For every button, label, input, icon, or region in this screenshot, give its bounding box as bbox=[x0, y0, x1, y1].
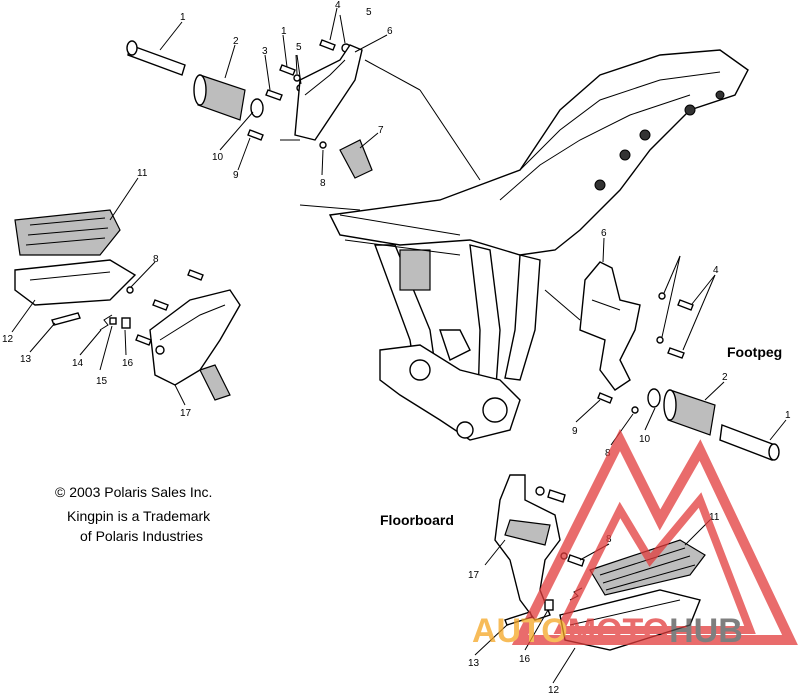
callout-top-3: 3 bbox=[262, 46, 268, 57]
callout-left-13: 13 bbox=[20, 354, 32, 365]
callout-left-8: 8 bbox=[153, 254, 159, 265]
watermark-triangle-icon bbox=[511, 428, 798, 645]
trademark-line-2: of Polaris Industries bbox=[80, 528, 203, 544]
svg-text:AUTOMOTOHUB: AUTOMOTOHUB bbox=[472, 612, 743, 650]
callout-bot-13: 13 bbox=[468, 658, 480, 669]
callout-right-9: 9 bbox=[572, 426, 578, 437]
watermark-part-3: HUB bbox=[669, 612, 743, 650]
callout-left-16: 16 bbox=[122, 358, 134, 369]
callout-bot-11: 11 bbox=[709, 512, 720, 523]
callout-top-4: 4 bbox=[335, 0, 341, 11]
watermark-part-1: AUTO bbox=[472, 612, 568, 650]
callout-top-1: 1 bbox=[180, 12, 186, 23]
leader-lines bbox=[11, 7, 787, 684]
callout-bot-16: 16 bbox=[519, 654, 531, 665]
callout-right-4: 4 bbox=[713, 265, 719, 276]
callout-left-15: 15 bbox=[96, 376, 108, 387]
callout-right-2: 2 bbox=[722, 372, 728, 383]
callout-left-11: 11 bbox=[137, 168, 148, 179]
callout-right-6: 6 bbox=[601, 228, 607, 239]
callout-bot-17: 17 bbox=[468, 570, 480, 581]
callout-top-5b: 5 bbox=[366, 7, 372, 18]
callout-right-10: 10 bbox=[639, 434, 651, 445]
callout-left-17: 17 bbox=[180, 408, 192, 419]
callout-top-9: 9 bbox=[233, 170, 239, 181]
frame bbox=[299, 49, 749, 441]
section-footpeg: Footpeg bbox=[727, 344, 782, 360]
callout-top-7: 7 bbox=[378, 125, 384, 136]
copyright-note: © 2003 Polaris Sales Inc. bbox=[55, 484, 212, 500]
callout-left-12: 12 bbox=[2, 334, 14, 345]
left-floorboard-assembly bbox=[14, 209, 241, 401]
section-floorboard: Floorboard bbox=[380, 512, 454, 528]
callout-right-1: 1 bbox=[785, 410, 791, 421]
callout-bot-12: 12 bbox=[548, 685, 560, 695]
top-footpeg-assembly bbox=[126, 39, 373, 179]
watermark-logo: AUTOMOTOHUB bbox=[472, 428, 798, 650]
callout-top-8: 8 bbox=[320, 178, 326, 189]
callout-top-10: 10 bbox=[212, 152, 224, 163]
callout-left-14: 14 bbox=[72, 358, 84, 369]
callout-top-5: 5 bbox=[296, 42, 302, 53]
trademark-line-1: Kingpin is a Trademark bbox=[67, 508, 211, 524]
callout-top-2: 2 bbox=[233, 36, 239, 47]
watermark-part-2: MOTO bbox=[568, 612, 669, 650]
callout-top-6: 6 bbox=[387, 26, 393, 37]
callout-top-1b: 1 bbox=[281, 26, 287, 37]
right-footpeg-assembly bbox=[579, 261, 780, 461]
